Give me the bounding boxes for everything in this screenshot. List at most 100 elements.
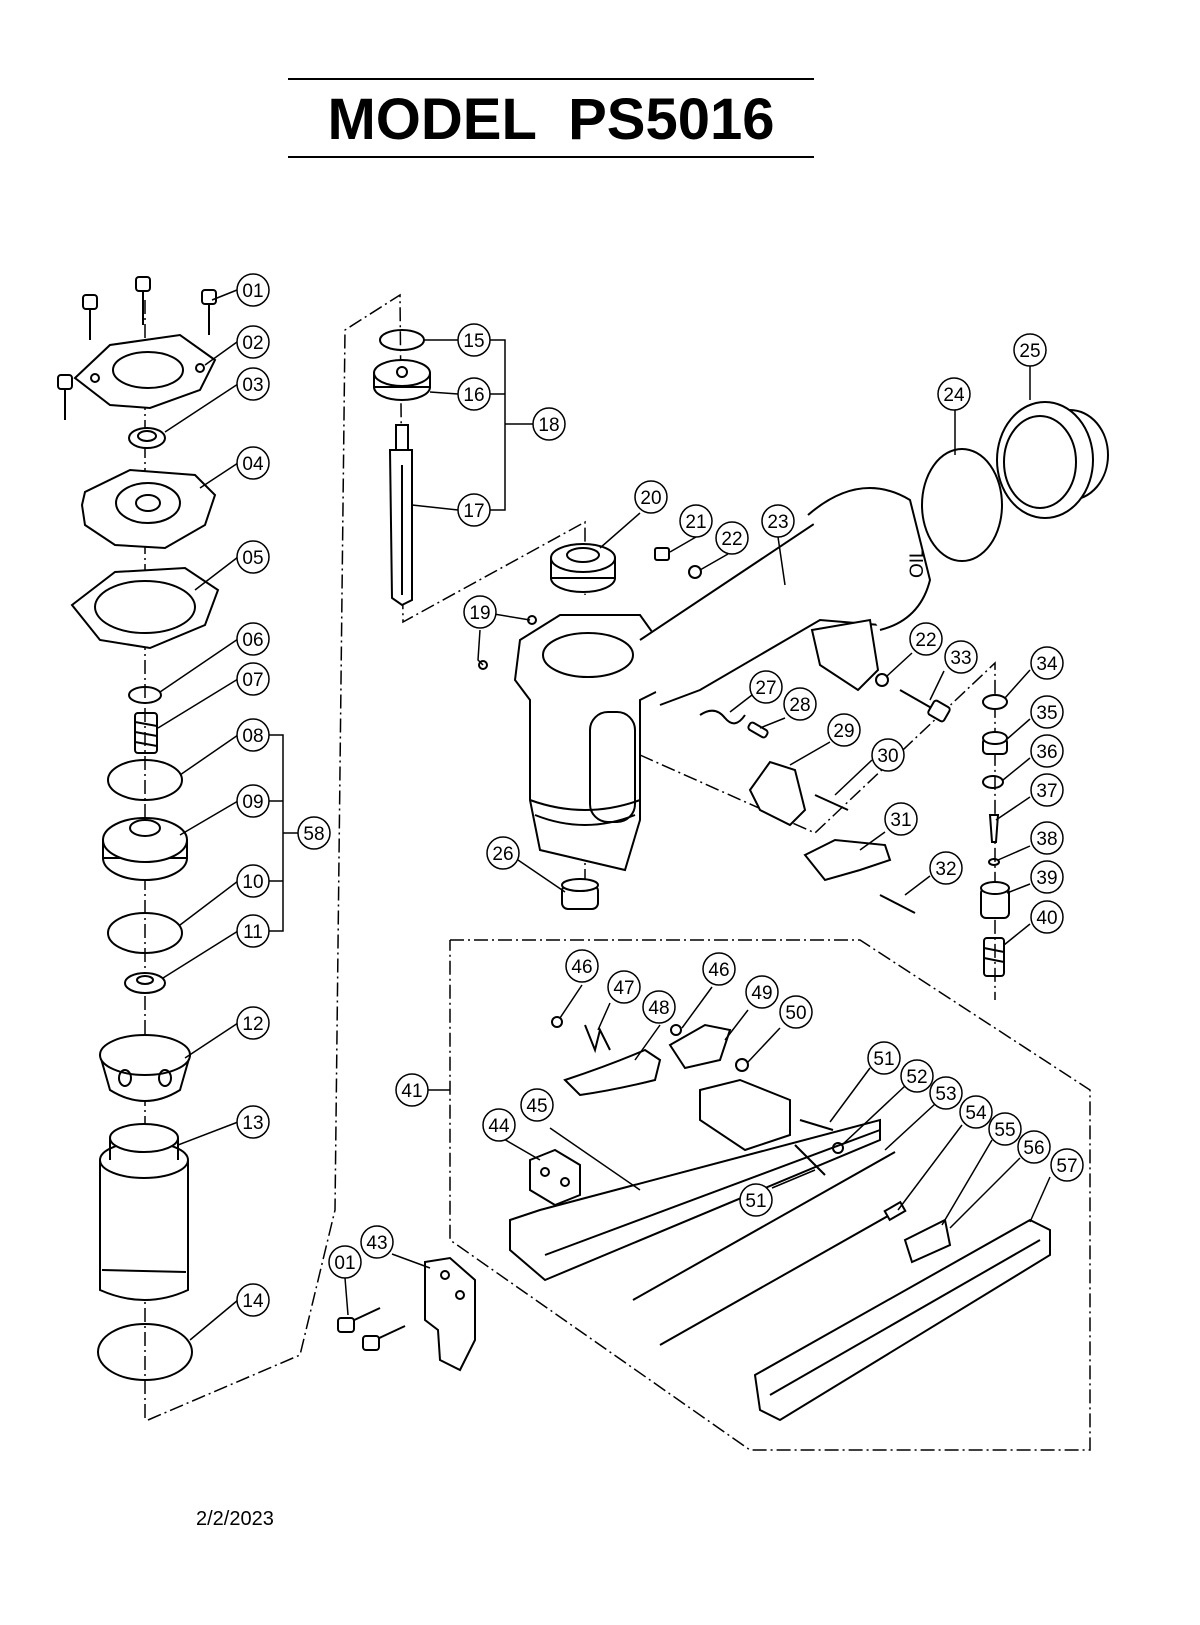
callout-45: 45 <box>520 1088 554 1122</box>
svg-text:52: 52 <box>906 1067 927 1088</box>
pin-part-28 <box>747 721 769 739</box>
bolt-part-33 <box>899 689 951 723</box>
callout-15: 15 <box>457 323 491 357</box>
callout-23: 23 <box>761 504 795 538</box>
svg-text:36: 36 <box>1036 742 1057 763</box>
nail-gun-housing-part-23 <box>513 487 932 872</box>
callout-39: 39 <box>1030 860 1064 894</box>
svg-text:39: 39 <box>1036 868 1057 889</box>
pin-part-51-a <box>799 1119 834 1131</box>
svg-text:41: 41 <box>401 1081 422 1102</box>
plug-part-26 <box>561 878 599 910</box>
svg-text:01: 01 <box>242 281 263 302</box>
valve-cap-part-35 <box>982 731 1008 755</box>
callout-05: 05 <box>236 540 270 574</box>
spring-part-40 <box>983 937 1005 977</box>
svg-text:15: 15 <box>463 331 484 352</box>
callout-14: 14 <box>236 1283 270 1317</box>
valve-body-part-39 <box>980 881 1010 919</box>
callout-09: 09 <box>236 784 270 818</box>
svg-text:56: 56 <box>1023 1138 1044 1159</box>
svg-text:57: 57 <box>1056 1156 1077 1177</box>
latch-part-48 <box>563 1048 662 1097</box>
svg-text:05: 05 <box>242 548 263 569</box>
callout-03: 03 <box>236 367 270 401</box>
callout-32: 32 <box>929 851 963 885</box>
callout-13: 13 <box>236 1105 270 1139</box>
pin-part-51-b <box>794 1144 826 1176</box>
callout-50: 50 <box>779 995 813 1029</box>
callout-55: 55 <box>988 1112 1022 1146</box>
callout-28: 28 <box>783 687 817 721</box>
callout-58: 58 <box>297 816 331 850</box>
callout-22: 22 <box>715 521 749 555</box>
nose-plate-part-43 <box>424 1256 476 1372</box>
o-ring-part-14 <box>97 1323 193 1381</box>
svg-text:16: 16 <box>463 385 484 406</box>
svg-text:26: 26 <box>492 844 513 865</box>
nut-part-11 <box>124 972 166 994</box>
cap-screw-part-01 <box>57 276 217 420</box>
svg-text:01: 01 <box>334 1253 355 1274</box>
callout-51-b: 51 <box>739 1183 773 1217</box>
revision-date: 2/2/2023 <box>196 1508 274 1530</box>
svg-text:25: 25 <box>1019 341 1040 362</box>
svg-text:09: 09 <box>242 792 263 813</box>
svg-text:24: 24 <box>943 385 965 406</box>
sleeve-part-12 <box>99 1034 191 1102</box>
callout-11: 11 <box>236 914 270 948</box>
top-cap-part-02 <box>73 333 217 410</box>
nut-part-52 <box>832 1142 844 1154</box>
leader-lines <box>157 289 1051 1341</box>
callout-35: 35 <box>1030 695 1064 729</box>
callout-24: 24 <box>937 377 971 411</box>
svg-text:30: 30 <box>877 746 898 767</box>
callout-26: 26 <box>486 836 520 870</box>
head-valve-part-04 <box>80 468 217 550</box>
svg-text:04: 04 <box>242 454 264 475</box>
svg-text:33: 33 <box>950 648 971 669</box>
spring-part-07 <box>134 712 158 754</box>
callout-38: 38 <box>1030 821 1064 855</box>
callout-20: 20 <box>634 480 668 514</box>
svg-text:19: 19 <box>469 603 490 624</box>
callout-54: 54 <box>959 1095 993 1129</box>
callout-29: 29 <box>827 713 861 747</box>
svg-text:10: 10 <box>242 872 263 893</box>
nose-bracket-part-44 <box>529 1148 581 1207</box>
svg-text:44: 44 <box>488 1116 510 1137</box>
svg-text:46: 46 <box>571 957 592 978</box>
cylinder-part-13 <box>99 1123 189 1301</box>
magazine-cover-part-57 <box>753 1218 1051 1422</box>
callout-53: 53 <box>929 1076 963 1110</box>
spring-part-50 <box>735 1058 749 1072</box>
callout-51-a: 51 <box>867 1041 901 1075</box>
svg-text:14: 14 <box>242 1291 264 1312</box>
callout-34: 34 <box>1030 646 1064 680</box>
callout-43: 43 <box>360 1225 394 1259</box>
callout-06: 06 <box>236 622 270 656</box>
pusher-part-55 <box>903 1218 952 1264</box>
pin-part-32 <box>879 894 916 914</box>
callout-08: 08 <box>236 718 270 752</box>
svg-text:31: 31 <box>890 810 911 831</box>
washer-part-34 <box>982 694 1008 710</box>
svg-text:40: 40 <box>1036 908 1057 929</box>
svg-text:17: 17 <box>463 501 484 522</box>
svg-text:18: 18 <box>538 415 559 436</box>
spring-part-27 <box>699 709 746 725</box>
svg-text:51: 51 <box>873 1049 894 1070</box>
valve-stem-part-37 <box>988 814 1000 843</box>
o-ring-part-10 <box>107 912 183 954</box>
callout-12: 12 <box>236 1006 270 1040</box>
svg-text:08: 08 <box>242 726 263 747</box>
svg-text:28: 28 <box>789 695 810 716</box>
nut-part-21 <box>654 547 670 561</box>
trigger-lever-part-31 <box>803 838 892 882</box>
callout-01: 01 <box>236 273 270 307</box>
svg-text:11: 11 <box>243 922 263 943</box>
svg-text:48: 48 <box>648 998 669 1019</box>
callout-25: 25 <box>1013 333 1047 367</box>
callout-49: 49 <box>745 975 779 1009</box>
callout-44: 44 <box>482 1108 516 1142</box>
